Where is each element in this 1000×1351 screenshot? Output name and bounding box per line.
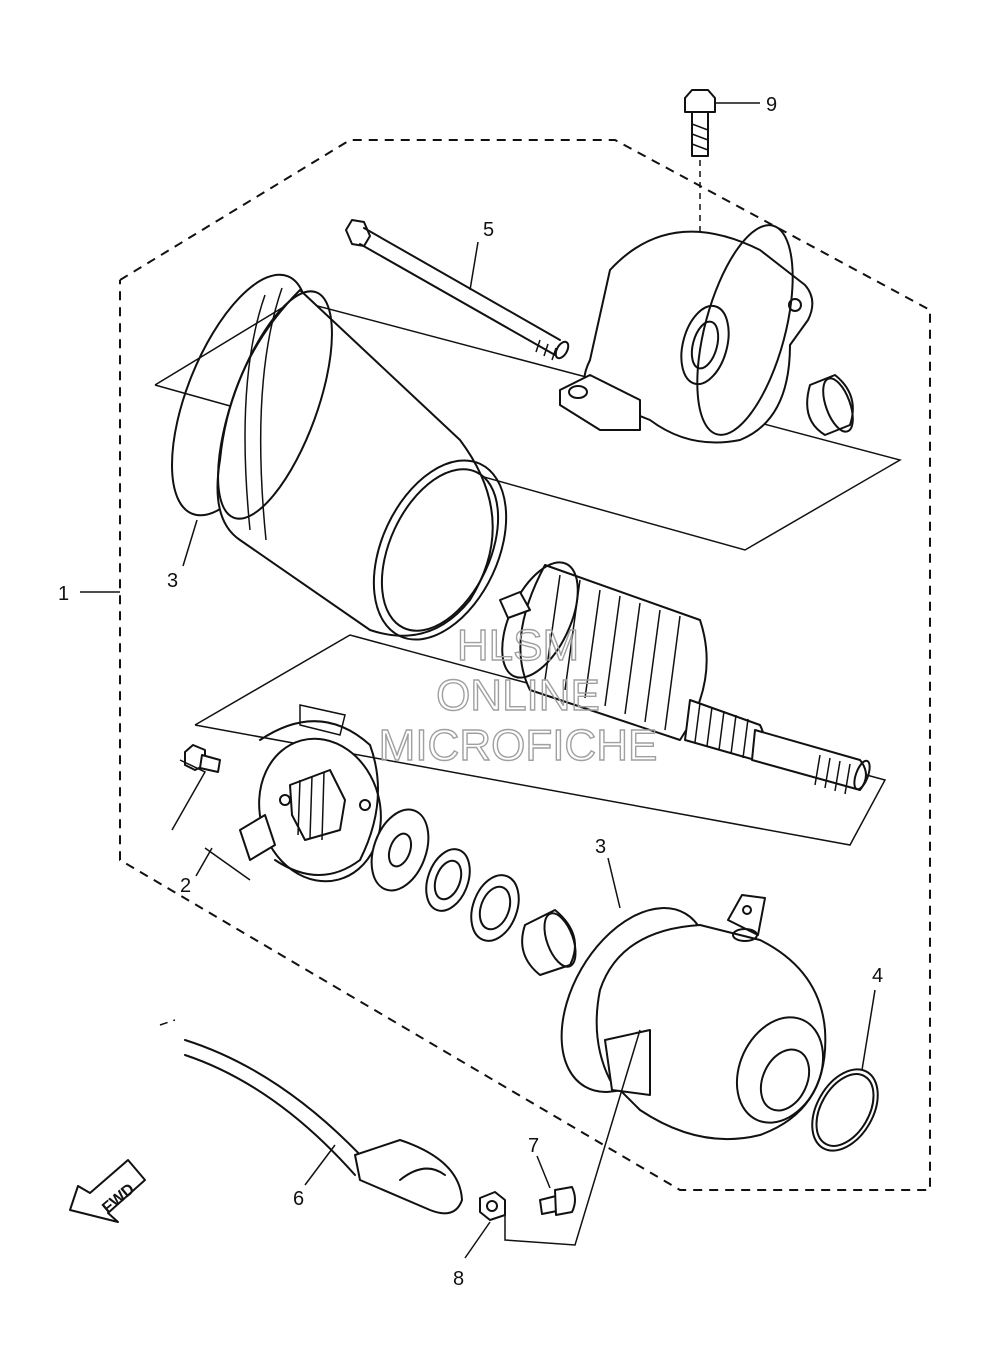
leader-lines <box>80 102 876 1259</box>
callout-labels: 1 2 3 3 4 5 6 7 8 9 <box>58 94 883 1290</box>
brush-holder-2[interactable] <box>239 704 397 895</box>
yoke-housing[interactable] <box>194 278 532 661</box>
washer-small[interactable] <box>418 843 477 917</box>
screw-2[interactable] <box>184 744 221 773</box>
upper-assembly-plane <box>154 299 902 551</box>
rear-cover[interactable] <box>595 894 840 1141</box>
assembly-boundary <box>119 139 931 1191</box>
starter-cable-6[interactable] <box>159 1019 463 1215</box>
callout-1[interactable]: 1 <box>58 583 69 605</box>
needle-bearing[interactable] <box>521 909 582 976</box>
callout-3-upper[interactable]: 3 <box>167 570 178 592</box>
callout-3-lower[interactable]: 3 <box>595 836 606 858</box>
callout-9[interactable]: 9 <box>766 94 777 116</box>
watermark-line-2: ONLINE <box>436 671 600 720</box>
lower-assembly-plane <box>194 634 887 846</box>
armature[interactable] <box>487 551 873 795</box>
terminal-bolt-7[interactable] <box>539 1186 576 1216</box>
callout-8[interactable]: 8 <box>453 1268 464 1290</box>
washer-large[interactable] <box>361 802 439 899</box>
callout-2[interactable]: 2 <box>180 875 191 897</box>
bushing[interactable] <box>806 374 859 436</box>
through-bolt-5[interactable] <box>345 219 571 361</box>
oil-seal[interactable] <box>463 869 528 948</box>
bolt-9[interactable] <box>684 89 716 290</box>
callout-5[interactable]: 5 <box>483 219 494 241</box>
watermark-line-1: HLSM <box>457 621 579 670</box>
bracket-7-8 <box>504 1029 641 1246</box>
watermark-line-3: MICROFICHE <box>379 721 658 770</box>
nut-8[interactable] <box>479 1191 506 1221</box>
fwd-direction-arrow: FWD <box>69 1159 146 1223</box>
callout-6[interactable]: 6 <box>293 1188 304 1210</box>
callout-4[interactable]: 4 <box>872 965 883 987</box>
watermark: HLSM ONLINE MICROFICHE <box>378 620 658 770</box>
callout-7[interactable]: 7 <box>528 1135 539 1157</box>
o-ring-4[interactable] <box>799 1058 891 1162</box>
front-cover[interactable] <box>559 215 814 444</box>
